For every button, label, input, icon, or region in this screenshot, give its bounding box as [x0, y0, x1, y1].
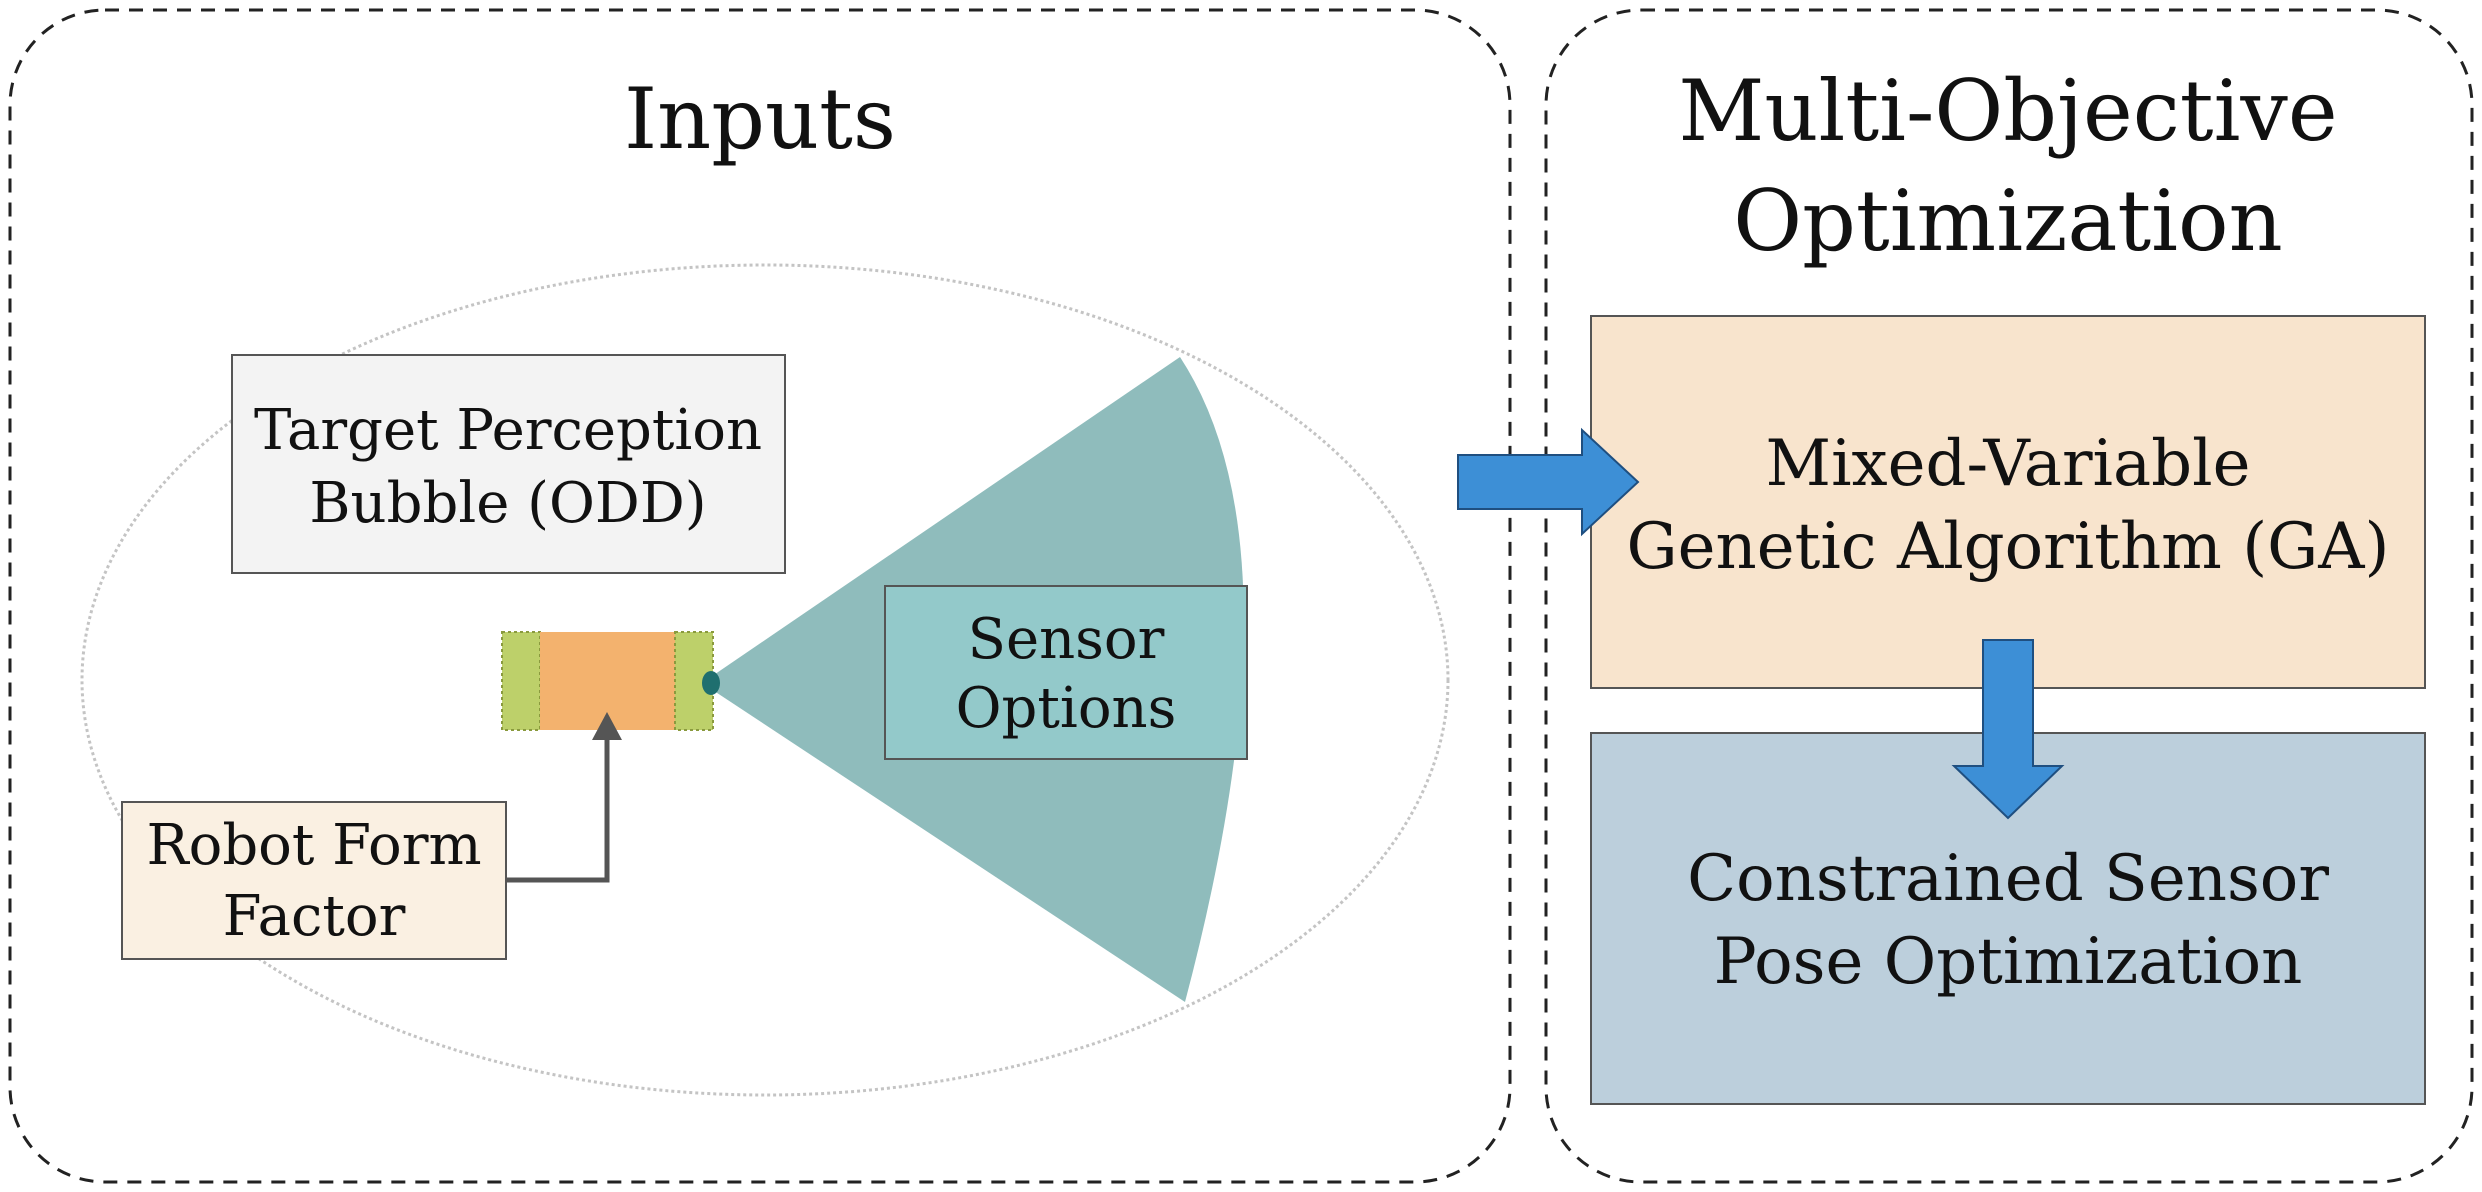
target-perception-label-line1: Target Perception — [254, 398, 762, 463]
ga-to-pose-arrow — [1951, 639, 2065, 820]
inputs-panel-border — [8, 8, 1512, 1184]
optimization-panel-border — [1544, 8, 2474, 1184]
robot-rear-end — [501, 631, 541, 731]
genetic-algorithm-label-line2: Genetic Algorithm (GA) — [1627, 510, 2390, 584]
genetic-algorithm-box: Mixed-Variable Genetic Algorithm (GA) — [1590, 315, 2426, 689]
sensor-options-label-line2: Options — [956, 676, 1177, 741]
robot-connector-arrowhead — [592, 712, 622, 740]
sensor-options-box: Sensor Options — [884, 585, 1248, 760]
inputs-panel: Inputs Target Perception Bubble (ODD) Se… — [8, 8, 1512, 1184]
robot-shape — [501, 631, 720, 731]
pose-optimization-label-line1: Constrained Sensor — [1687, 842, 2329, 916]
inputs-to-optimization-arrow — [1457, 427, 1640, 537]
sensor-options-label-line1: Sensor — [968, 607, 1165, 672]
target-perception-box: Target Perception Bubble (ODD) — [231, 354, 786, 574]
optimization-panel-title-line2: Optimization — [1733, 172, 2282, 270]
robot-connector-line — [506, 738, 610, 883]
optimization-panel-title-line1: Multi-Objective — [1678, 62, 2337, 160]
robot-form-factor-label-line2: Factor — [223, 884, 406, 949]
optimization-panel: Multi-Objective Optimization Mixed-Varia… — [1544, 8, 2474, 1184]
sensor-mount-dot — [702, 671, 720, 695]
robot-form-factor-label-line1: Robot Form — [146, 813, 481, 878]
pose-optimization-label-line2: Pose Optimization — [1714, 925, 2303, 999]
perception-bubble-ellipse — [80, 263, 1450, 1097]
genetic-algorithm-label-line1: Mixed-Variable — [1766, 427, 2251, 501]
inputs-panel-title: Inputs — [624, 70, 896, 168]
robot-form-factor-box: Robot Form Factor — [121, 801, 507, 960]
target-perception-label-line2: Bubble (ODD) — [309, 471, 706, 536]
